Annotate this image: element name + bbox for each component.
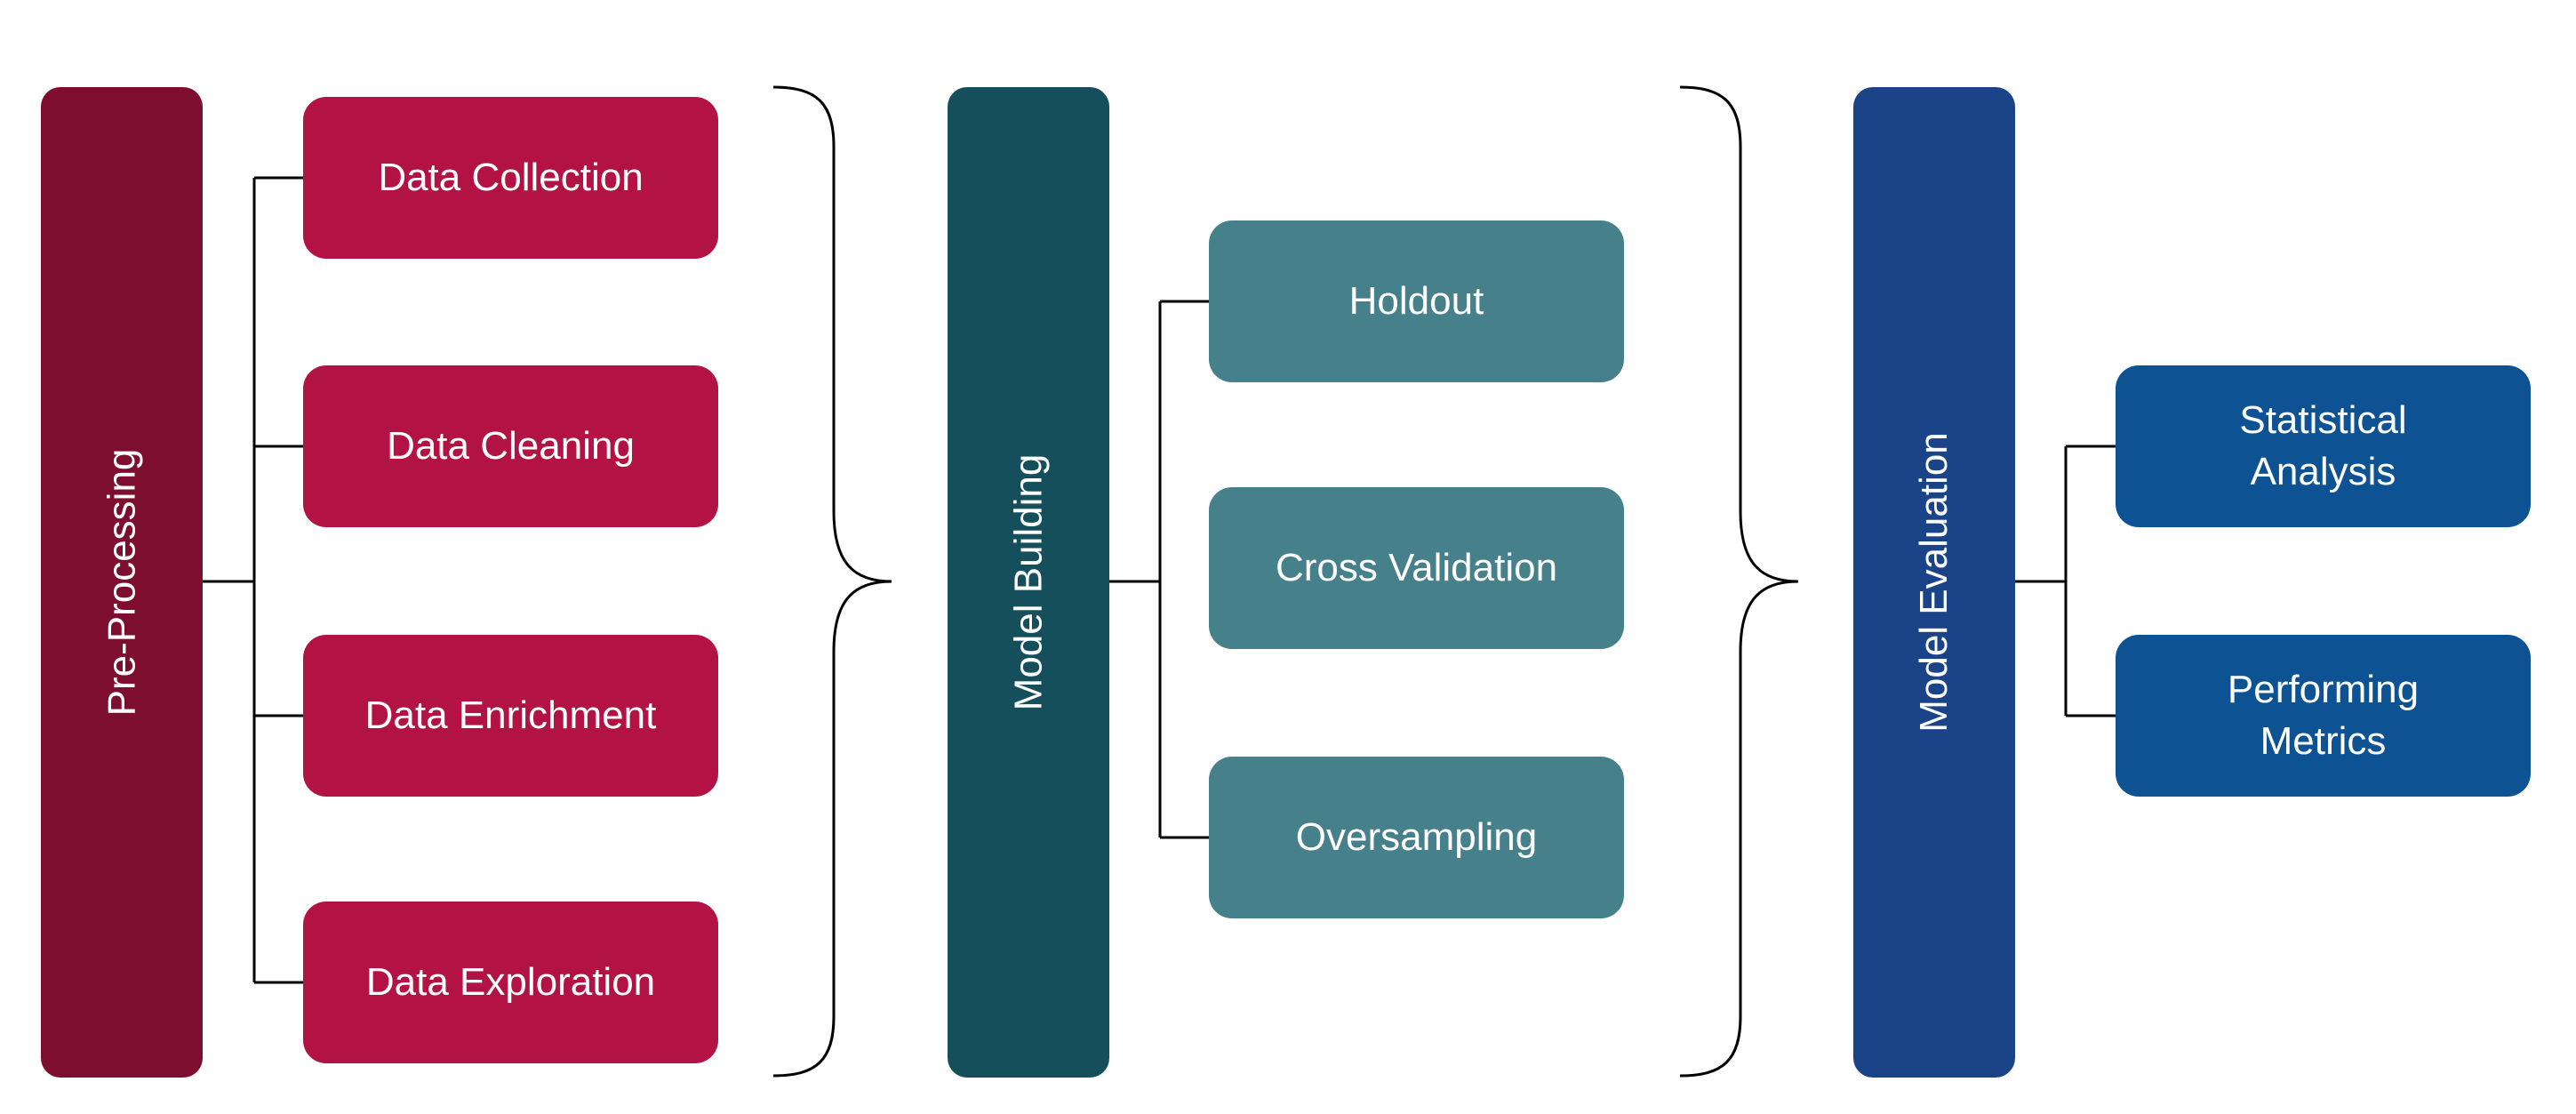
data-exploration-label: Data Exploration	[365, 960, 656, 1004]
pre-processing-stage: Pre-Processing	[41, 87, 203, 1078]
model-evaluation-connectors	[2015, 445, 2116, 717]
oversampling-box: Oversampling	[1209, 757, 1624, 918]
statistical-analysis-box: Statistical Analysis	[2116, 365, 2531, 527]
data-cleaning-box: Data Cleaning	[303, 365, 718, 527]
model-building-stage: Model Building	[948, 87, 1109, 1078]
data-enrichment-label: Data Enrichment	[364, 693, 657, 737]
model-evaluation-stage: Model Evaluation	[1853, 87, 2015, 1078]
model-building-connectors	[1109, 300, 1209, 839]
statistical-analysis-label: Statistical Analysis	[2239, 398, 2407, 493]
performing-metrics-label: Performing Metrics	[2227, 668, 2420, 763]
pre-processing-connectors	[203, 176, 303, 984]
data-enrichment-box: Data Enrichment	[303, 635, 718, 797]
data-cleaning-label: Data Cleaning	[387, 424, 635, 468]
cross-validation-label: Cross Validation	[1275, 546, 1558, 589]
cross-validation-box: Cross Validation	[1209, 487, 1624, 649]
oversampling-label: Oversampling	[1295, 815, 1538, 859]
brace-2	[1679, 85, 1799, 1078]
model-evaluation-label: Model Evaluation	[1912, 432, 1956, 733]
pre-processing-label: Pre-Processing	[100, 448, 143, 717]
performing-metrics-box: Performing Metrics	[2116, 635, 2531, 797]
holdout-label: Holdout	[1348, 279, 1484, 323]
brace-1	[772, 85, 892, 1078]
data-exploration-box: Data Exploration	[303, 902, 718, 1063]
data-collection-label: Data Collection	[378, 156, 644, 199]
holdout-box: Holdout	[1209, 220, 1624, 382]
data-collection-box: Data Collection	[303, 97, 718, 259]
model-building-label: Model Building	[1006, 453, 1050, 711]
